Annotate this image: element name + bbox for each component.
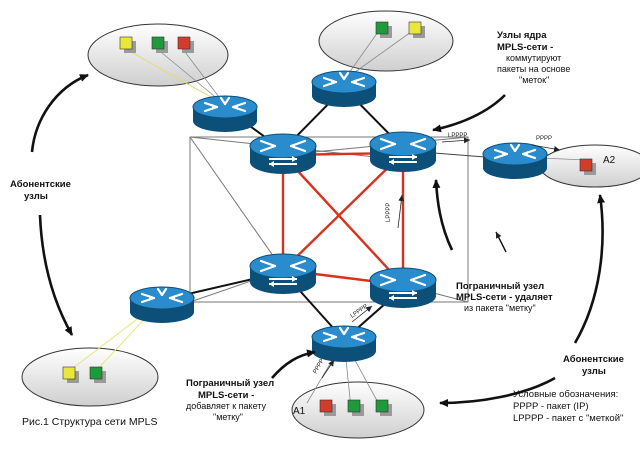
arrow-subscriber-right-down — [439, 376, 556, 407]
core-switch-bottom-right — [368, 266, 438, 310]
subscriber-left-line1: Абонентские — [10, 179, 71, 190]
arrow-core-nodes — [432, 94, 506, 133]
host-label-a1: A1 — [293, 406, 306, 417]
label-subscriber-nodes-right: Абонентские узлы — [563, 354, 624, 377]
host-yellow-top-left — [119, 36, 136, 53]
packet-arrow-right — [531, 144, 561, 152]
edge-remove-line1: Пограничный узел — [456, 281, 544, 292]
arrow-subscriber-right-up — [573, 194, 606, 344]
host-yellow-top-right — [408, 21, 425, 38]
label-edge-node-remove: Пограничный узел MPLS-сети - удаляет из … — [456, 281, 553, 313]
packet-label-pppp-right: PPPP — [536, 136, 552, 142]
core-switch-top-right — [368, 130, 438, 174]
edge-add-line1: Пограничный узел — [186, 378, 274, 389]
host-yellow-left — [62, 366, 79, 383]
packet-label-lpppp-mid: LPPPP — [386, 203, 392, 222]
packet-label-lpppp-top: LPPPP — [448, 133, 467, 139]
arrow-remove-pointer — [495, 231, 507, 253]
arrow-edge-remove — [432, 179, 454, 251]
router-top-left — [191, 94, 259, 134]
host-green-top-left — [151, 36, 168, 53]
annotation-arrows — [30, 73, 606, 407]
packet-arrow-mid — [397, 194, 405, 229]
host-green-bottom-2 — [375, 399, 392, 416]
host-green-top-right — [375, 21, 392, 38]
label-edge-node-add: Пограничный узел MPLS-сети - добавляет к… — [186, 378, 274, 422]
core-switch-top-left — [248, 132, 318, 176]
router-top — [310, 69, 378, 109]
router-right — [481, 141, 549, 181]
host-red-a2 — [579, 158, 596, 175]
arrow-subscriber-left-up — [30, 73, 89, 153]
subscriber-cloud-top-left — [87, 23, 229, 87]
host-green-left — [89, 366, 106, 383]
label-core-nodes: Узлы ядра MPLS-сети - коммутируют пакеты… — [497, 30, 570, 85]
subscriber-left-line2: узлы — [24, 191, 48, 202]
edge-add-line3: добавляет к пакету — [186, 401, 267, 411]
arrow-edge-add — [271, 349, 316, 379]
edge-link-right — [433, 152, 486, 158]
subscriber-right-line1: Абонентские — [563, 354, 624, 365]
packet-arrow-low — [351, 305, 373, 323]
router-left — [128, 285, 196, 325]
core-rest-line3: "меток" — [519, 75, 549, 85]
core-rest-line2: пакеты на основе — [497, 64, 570, 74]
subscriber-cloud-top-right — [318, 10, 454, 72]
legend-line2: LPPPP - пакет с "меткой" — [513, 413, 623, 424]
edge-remove-line2: MPLS-сети - удаляет — [456, 292, 553, 303]
legend: Условные обозначения: PPPP - пакет (IP) … — [513, 389, 623, 424]
edge-add-line4: "метку" — [213, 412, 243, 422]
packet-label-pppp-bottom: PPPP — [313, 358, 326, 375]
subscriber-right-line2: узлы — [582, 366, 606, 377]
packet-label-lpppp-low: LPPPP — [350, 304, 369, 320]
access-links-yellow — [67, 47, 226, 373]
packet-arrow-top — [441, 137, 471, 144]
host-red-a1 — [319, 399, 336, 416]
host-red-top-left — [177, 36, 194, 53]
host-label-a2: A2 — [603, 155, 616, 166]
label-subscriber-nodes-left: Абонентские узлы — [10, 179, 71, 202]
legend-line1: PPPP - пакет (IP) — [513, 401, 589, 412]
router-bottom — [310, 324, 378, 364]
core-rest-line1: коммутируют — [506, 53, 561, 63]
core-title-line2: MPLS-сети - — [497, 42, 553, 53]
legend-title: Условные обозначения: — [513, 389, 618, 400]
core-switch-bottom-left — [248, 252, 318, 296]
core-title-line1: Узлы ядра — [497, 30, 547, 41]
arrow-subscriber-left-down — [38, 214, 74, 336]
packet-arrow-bottom — [321, 359, 335, 379]
edge-add-line2: MPLS-сети - — [198, 390, 254, 401]
figure-caption: Рис.1 Структура сети MPLS — [22, 416, 157, 428]
edge-remove-line3: из пакета "метку" — [464, 303, 536, 313]
host-green-bottom-1 — [347, 399, 364, 416]
